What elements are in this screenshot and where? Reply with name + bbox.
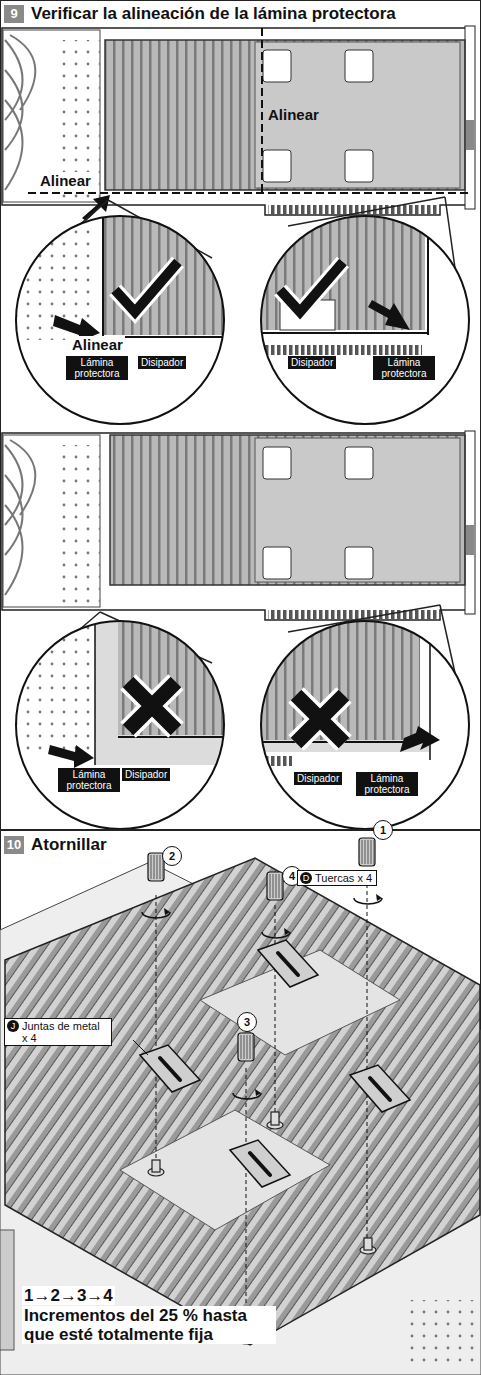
label-text: Lámina protectora: [74, 357, 119, 379]
label-text: Disipador: [291, 357, 333, 368]
callout-number: 2: [162, 846, 182, 866]
label-text: Disipador: [141, 357, 183, 368]
callout-text: Juntas de metal x 4: [22, 1020, 107, 1044]
callout-letter: D: [300, 872, 312, 884]
callout-text: Tuercas x 4: [315, 872, 372, 884]
part-callout: DTuercas x 4: [297, 870, 377, 886]
label-text: Lámina protectora: [364, 773, 409, 795]
part-label: Disipador: [294, 772, 342, 785]
label-text: Lámina protectora: [381, 357, 426, 379]
step-title: Verificar la alineación de la lámina pro…: [29, 4, 398, 24]
note-label: Alinear: [38, 172, 93, 189]
part-label: Lámina protectora: [373, 356, 435, 380]
label-text: Disipador: [297, 773, 339, 784]
label-text: Lámina protectora: [66, 769, 111, 791]
part-label: Disipador: [288, 356, 336, 369]
part-label: Disipador: [138, 356, 186, 369]
note-label: 1→2→3→4: [22, 1286, 115, 1305]
note-label: Alinear: [70, 336, 125, 353]
part-label: Disipador: [122, 768, 170, 781]
step-heading: 9 Verificar la alineación de la lámina pr…: [4, 4, 398, 24]
part-label: Lámina protectora: [66, 356, 128, 380]
number-text: 4: [289, 870, 295, 882]
callout-number: 1: [373, 820, 393, 840]
note-label: Incrementos del 25 % hasta que esté tota…: [22, 1306, 276, 1344]
part-label: Lámina protectora: [356, 772, 418, 796]
number-text: 3: [244, 1016, 250, 1028]
callout-number: 3: [237, 1012, 257, 1032]
note-label: Alinear: [266, 106, 321, 123]
part-label: Lámina protectora: [58, 768, 120, 792]
number-text: 2: [169, 850, 175, 862]
label-text: Disipador: [125, 769, 167, 780]
step-number: 10: [4, 836, 24, 854]
callout-letter: J: [7, 1020, 19, 1032]
step-heading: 10 Atornillar: [4, 835, 109, 855]
number-text: 1: [380, 824, 386, 836]
step-number: 9: [4, 5, 24, 23]
step-title: Atornillar: [29, 835, 109, 855]
part-callout: JJuntas de metal x 4: [4, 1018, 112, 1046]
